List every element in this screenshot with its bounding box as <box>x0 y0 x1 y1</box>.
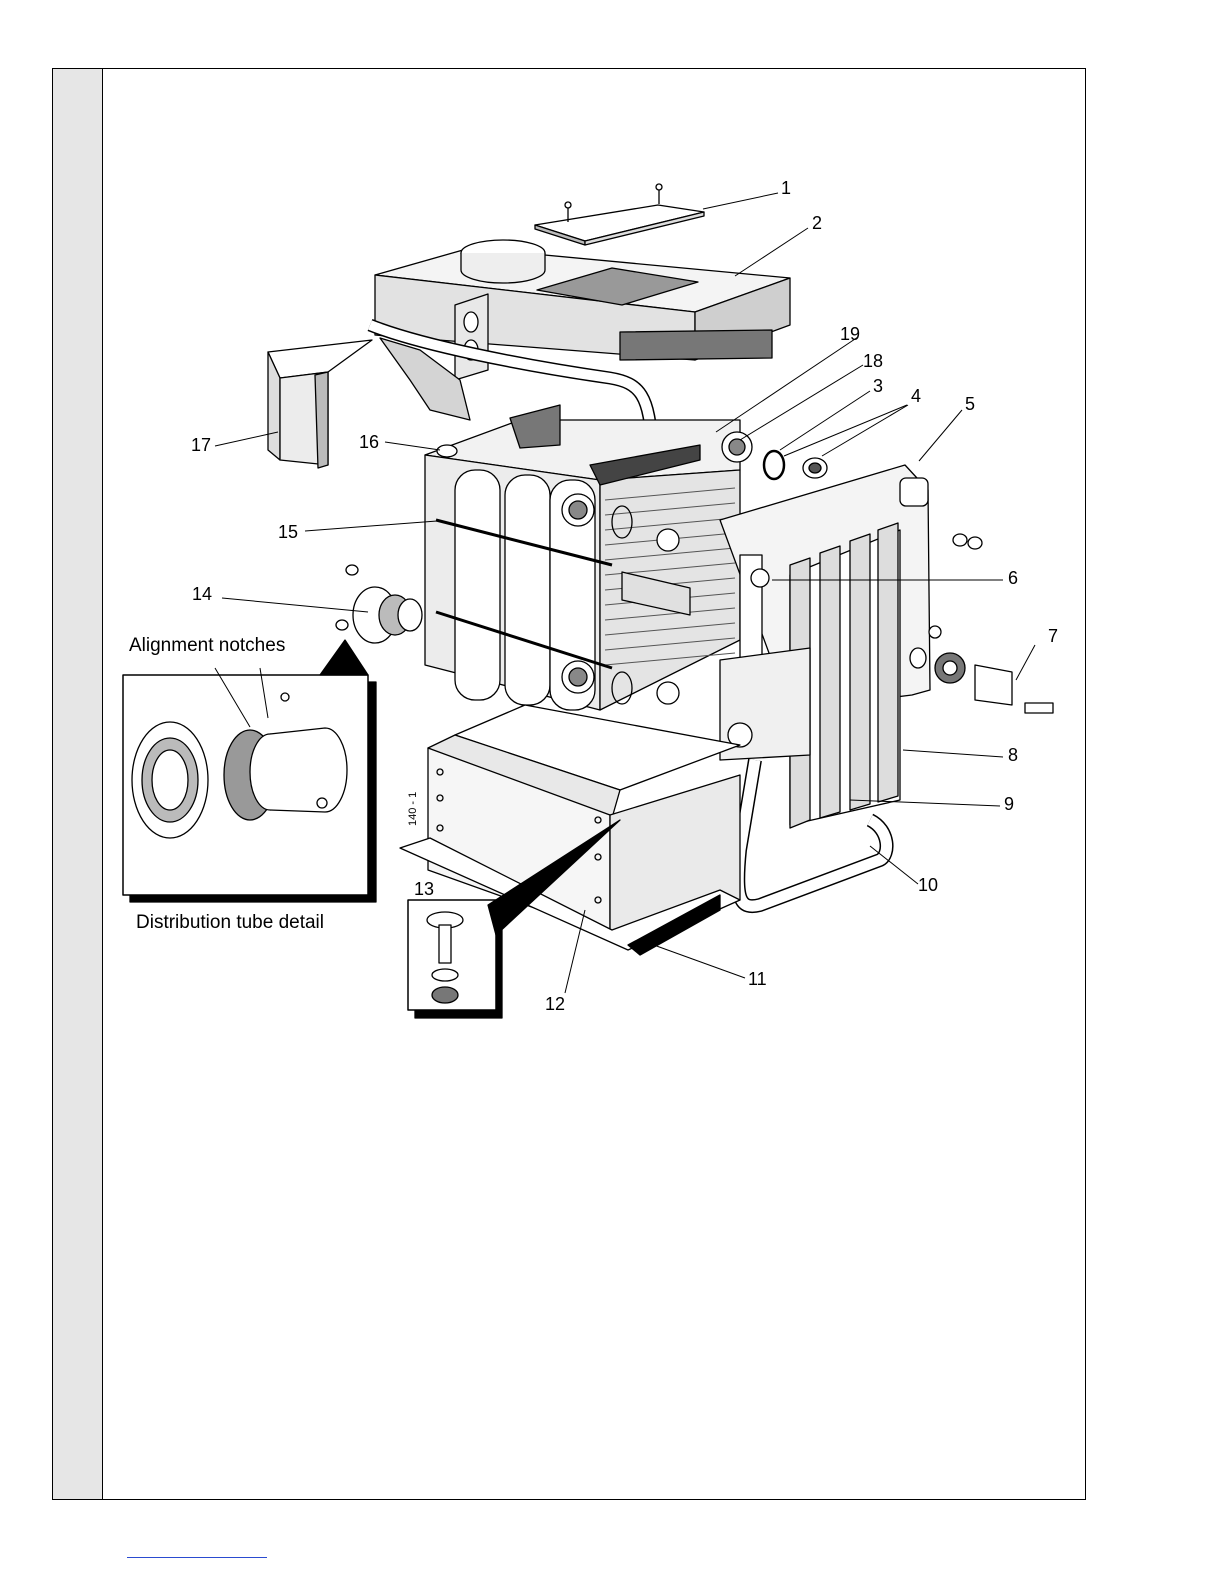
o-ring <box>764 451 784 479</box>
callout-1: 1 <box>781 178 791 198</box>
callout-14: 14 <box>192 584 212 604</box>
inset-title: Alignment notches <box>129 635 285 656</box>
callout-11: 11 <box>748 969 767 989</box>
inlet-fittings <box>929 626 1053 713</box>
callout-3: 3 <box>873 376 883 396</box>
callout-16: 16 <box>359 432 379 452</box>
hood-assembly <box>375 240 790 420</box>
callout-4: 4 <box>911 386 921 406</box>
callout-19: 19 <box>840 324 860 344</box>
callout-7: 7 <box>1048 626 1058 646</box>
callout-9: 9 <box>1004 794 1014 814</box>
callout-13: 13 <box>414 879 434 899</box>
callout-18: 18 <box>863 351 883 371</box>
footer-rule <box>127 1557 267 1558</box>
callout-6: 6 <box>1008 568 1018 588</box>
distribution-tube-fitting <box>336 565 422 643</box>
union-nut <box>803 458 827 478</box>
callout-10: 10 <box>918 875 938 895</box>
figure-id: 140 - 1 <box>407 792 419 826</box>
callout-5: 5 <box>965 394 975 414</box>
cover-plate <box>535 184 704 245</box>
callout-12: 12 <box>545 994 565 1014</box>
callout-2: 2 <box>812 213 822 233</box>
side-baffle <box>268 340 372 468</box>
inset-detail <box>123 640 376 902</box>
heat-exchanger <box>425 405 752 710</box>
callout-8: 8 <box>1008 745 1018 765</box>
callout-17: 17 <box>191 435 211 455</box>
inset-caption: Distribution tube detail <box>136 912 324 933</box>
callout-15: 15 <box>278 522 298 542</box>
